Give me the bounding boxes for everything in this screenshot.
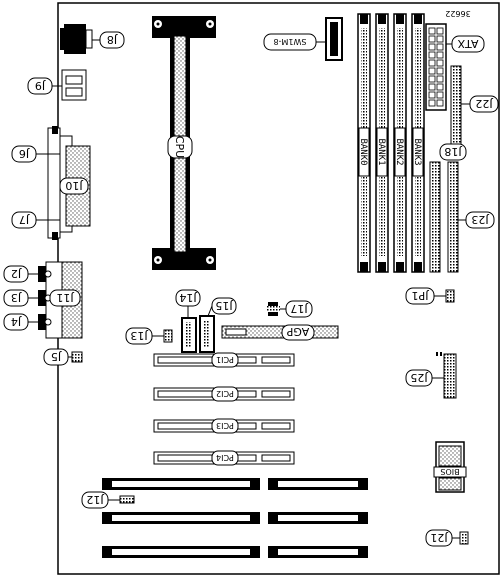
- j12-label: J12: [86, 493, 104, 506]
- agp-slot: [221, 325, 339, 339]
- j15-label: J15: [215, 299, 233, 312]
- cpu-callout: CPU: [167, 135, 193, 159]
- j18-header: [429, 161, 441, 273]
- j7-label: J7: [19, 213, 30, 226]
- j13-callout: J13: [125, 327, 164, 345]
- agp-label: AGP: [286, 325, 309, 338]
- atx-power-connector: [425, 23, 447, 111]
- dimm-bank-3: BANK3: [411, 13, 425, 273]
- j14-header: [181, 317, 197, 353]
- j10-callout: J10: [59, 177, 89, 195]
- j17-callout: J17: [280, 300, 313, 318]
- j5-jumper: [71, 351, 83, 363]
- j2-label: J2: [11, 267, 22, 280]
- pci-slot-4: PCI4: [153, 450, 295, 466]
- j21-label: J21: [430, 531, 448, 544]
- j11-label: J11: [56, 291, 74, 304]
- j5-label: J5: [51, 350, 62, 363]
- j6-callout: J6: [11, 145, 60, 163]
- sw1-label: SW1M-8: [274, 37, 307, 46]
- j4-callout: J4: [3, 313, 38, 331]
- j3-callout: J3: [3, 289, 38, 307]
- j12-callout: J12: [81, 491, 120, 509]
- j8-callout: J8: [92, 31, 125, 49]
- j13-jumper: [163, 329, 173, 343]
- j25-header: [436, 352, 457, 399]
- j3-label: J3: [11, 291, 22, 304]
- dimm-banks: BANK0 BANK1 BANK2 BANK3: [357, 13, 425, 273]
- dimm-bank-2: BANK2: [393, 13, 407, 273]
- j18-callout: J18: [439, 143, 467, 161]
- j5-callout: J5: [43, 348, 72, 366]
- j23-callout: J23: [458, 211, 495, 229]
- atx-callout: ATX: [446, 35, 485, 53]
- j10-label: J10: [65, 179, 83, 192]
- j4-label: J4: [11, 315, 22, 328]
- pci-slot-2: PCI2: [153, 386, 295, 402]
- agp-callout: AGP: [281, 324, 315, 341]
- bios-chip: BIOS: [433, 441, 467, 493]
- j25-label: J25: [410, 371, 428, 384]
- j9-callout: J9: [27, 77, 62, 95]
- part-number: 36622: [445, 9, 470, 18]
- dimm-bank-0: BANK0: [357, 13, 371, 273]
- j2-callout: J2: [3, 265, 38, 283]
- bank-label-1: BANK1: [376, 138, 386, 165]
- j15-header: [199, 315, 215, 353]
- j18-label: J18: [444, 145, 462, 158]
- j8-label: J8: [107, 33, 118, 46]
- j23-label: J23: [471, 213, 489, 226]
- j12-jumper: [119, 495, 135, 504]
- pci-slot-1: PCI1: [153, 352, 295, 368]
- j17-label: J17: [290, 302, 308, 315]
- sw1-dip-switch: [325, 17, 343, 61]
- j17-connector: [266, 302, 280, 316]
- j21-callout: J21: [425, 529, 460, 547]
- bank-label-2: BANK2: [394, 138, 404, 165]
- jp1-label: JP1: [412, 289, 430, 302]
- bank-label-3: BANK3: [412, 138, 422, 165]
- sw1-callout: SW1M-8: [263, 33, 326, 51]
- atx-label: ATX: [457, 37, 478, 50]
- j13-label: J13: [130, 329, 148, 342]
- jp1-callout: JP1: [405, 287, 446, 305]
- j23-header: [447, 161, 459, 273]
- jp1-jumper: [445, 289, 455, 303]
- j8-connector: [60, 24, 93, 54]
- isa-slots: [102, 478, 368, 558]
- j25-callout: J25: [405, 369, 444, 387]
- j21-jumper: [459, 531, 469, 545]
- bank-label-0: BANK0: [358, 138, 368, 165]
- pci-slot-3: PCI3: [153, 418, 295, 434]
- j14-label: J14: [179, 291, 197, 304]
- j9-label: J9: [35, 79, 46, 92]
- pci-label-1: PCI1: [216, 355, 234, 364]
- pci-label-2: PCI2: [216, 389, 234, 398]
- bios-label: BIOS: [440, 467, 459, 476]
- j22-callout: J22: [461, 95, 499, 113]
- j11-callout: J11: [49, 289, 81, 307]
- j22-label: J22: [475, 97, 493, 110]
- j6-label: J6: [19, 147, 30, 160]
- j15-callout: J15: [207, 297, 237, 317]
- cpu-label: CPU: [173, 136, 186, 158]
- j7-callout: J7: [11, 211, 60, 229]
- j14-callout: J14: [175, 289, 201, 318]
- pci-label-4: PCI4: [216, 453, 234, 462]
- j9-connector: [61, 69, 87, 101]
- dimm-bank-1: BANK1: [375, 13, 389, 273]
- pci-label-3: PCI3: [216, 421, 234, 430]
